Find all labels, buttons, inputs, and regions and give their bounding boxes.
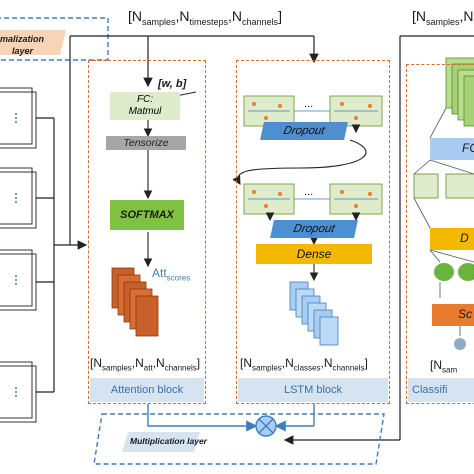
lstm-block (236, 60, 390, 404)
softmax-box: SOFTMAX (110, 200, 184, 230)
classifier-funnel-lines (413, 107, 474, 298)
classifier-input-stack (445, 57, 474, 127)
lstm-output-stack (289, 281, 339, 346)
classifier-block (406, 64, 474, 404)
classifier-d-box (430, 228, 474, 250)
classifier-output-node (454, 326, 466, 350)
multiplication-arrows (147, 404, 315, 432)
top-dims-label: [Nsamples,Ntimesteps,Nchannels] (128, 8, 282, 27)
multiplication-layer-label: Multiplication layer (130, 436, 207, 446)
classifier-d-label: D (460, 231, 469, 245)
att-scores-stack (111, 267, 159, 337)
classifier-sc-label: Sc (458, 307, 473, 321)
lstm-cell-dots (252, 102, 372, 208)
right-loop-connector (283, 35, 474, 445)
input-stack-dots (15, 113, 17, 397)
lstm-ellipsis-row2: ... (304, 186, 314, 198)
lstm-ellipsis-row1: ... (304, 98, 314, 110)
classifier-dims-label: [Nsam (430, 358, 458, 375)
input-connectors (36, 35, 319, 393)
tensorize-box: Tensorize (106, 136, 186, 150)
attention-block-footer: Attention block (90, 378, 204, 402)
multiplication-layer-box (93, 413, 385, 465)
normalization-layer-box (0, 17, 109, 61)
fc-matmul-box: FC: Matmul (110, 92, 180, 120)
lstm-dims-label: [Nsamples,Nclasses,Nchannels] (240, 356, 368, 373)
dropout-2-box: Dropout (270, 220, 358, 238)
multiplication-operator (255, 415, 277, 437)
classifier-dense-cells (413, 173, 474, 199)
matmul-label: Matmul (128, 106, 162, 117)
classifier-fc-box (430, 138, 474, 160)
input-stacks (0, 87, 37, 423)
dropout-1-box: Dropout (260, 122, 348, 140)
classifier-fc-label: FC (462, 141, 474, 155)
attention-block (88, 60, 206, 404)
normalization-layer-label: malization layer (0, 34, 45, 56)
fc-label: FC: (136, 94, 154, 105)
top-right-dims-label: [Nsamples,Nc (412, 8, 474, 27)
lstm-cell-lines (248, 110, 378, 200)
weights-bias-label: [w, b] (158, 78, 187, 90)
lstm-block-footer: LSTM block (238, 378, 388, 402)
attention-dims-label: [Nsamples,Natt,Nchannels] (90, 356, 201, 373)
classifier-block-footer: Classifi (408, 378, 474, 402)
classifier-nodes (434, 263, 474, 281)
classifier-sc-box (432, 304, 474, 326)
dense-box: Dense (256, 244, 372, 264)
att-scores-label: Attscores (152, 266, 191, 283)
